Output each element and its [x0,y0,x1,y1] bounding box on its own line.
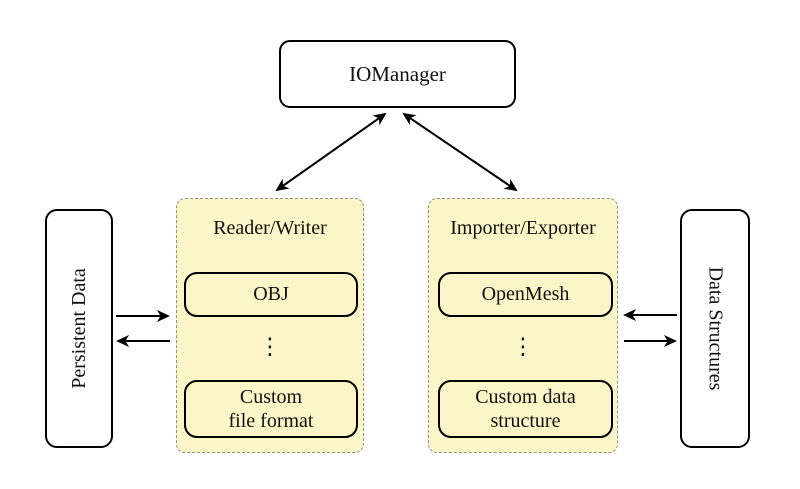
importer-exporter-group: Importer/Exporter OpenMesh ⋮ Custom data… [428,198,618,453]
custom-data-structure-node: Custom data structure [438,380,613,438]
custom-file-format-line2: file format [228,410,314,432]
openmesh-label: OpenMesh [481,283,570,306]
iomanager-node: IOManager [279,40,516,108]
reader-writer-ellipsis: ⋮ [258,334,282,360]
reader-writer-title: Reader/Writer [213,217,327,239]
importer-exporter-title: Importer/Exporter [450,217,596,239]
custom-file-format-node: Custom file format [184,380,358,438]
obj-label: OBJ [253,283,289,306]
persistent-data-node: Persistent Data [45,209,113,448]
arrow-iomanager-importerexporter [402,112,518,192]
data-structures-node: Data Structures [680,209,750,448]
custom-data-structure-line1: Custom data [475,385,576,408]
persistent-data-label: Persistent Data [67,268,90,389]
iomanager-label: IOManager [349,61,446,86]
importer-exporter-ellipsis: ⋮ [511,334,535,360]
arrow-iomanager-readerwriter [275,112,387,192]
custom-data-structure-line2: structure [490,410,561,432]
data-structures-label: Data Structures [704,266,727,391]
obj-node: OBJ [184,272,358,317]
custom-file-format-line1: Custom [239,385,303,408]
openmesh-node: OpenMesh [438,272,613,317]
reader-writer-group: Reader/Writer OBJ ⋮ Custom file format [176,198,364,453]
